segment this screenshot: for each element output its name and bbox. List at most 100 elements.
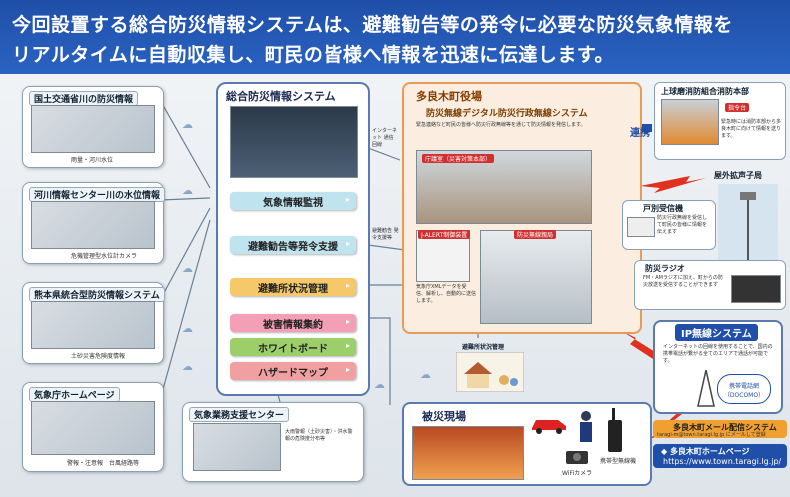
chevron-right-icon: ▸ <box>345 341 350 350</box>
chevron-right-icon: ▸ <box>345 317 350 326</box>
radio-system-note: 緊急連絡など町民の皆様へ防災行政無線等を通じて防災情報を発信します。 <box>416 122 586 128</box>
chevron-right-icon: ▸ <box>345 239 350 248</box>
renkei-label: 連携 <box>630 128 650 139</box>
panel-title: 熊本県統合型防災情報システム <box>29 287 165 302</box>
menu-whiteboard[interactable]: ホワイトボード ▸ <box>230 338 356 356</box>
panel-caption: 土砂災害危険度情報 <box>71 353 126 360</box>
panel-kumamoto-disaster-system: 熊本県統合型防災情報システム 土砂災害危険度情報 <box>22 282 165 364</box>
panel-caption: 大雨警報（土砂災害）・洪水警報の危険度分布等 <box>285 429 353 442</box>
map-thumbnail <box>31 401 155 455</box>
panel-title: 国土交通省川の防災情報 <box>29 91 139 106</box>
tag-command: 指令台 <box>725 103 750 112</box>
taragi-town-office: 多良木町役場 防災無線デジタル防災行政無線システム 緊急連絡など町民の皆様へ防災… <box>402 82 642 334</box>
tag-jalert: J-ALERT制御装置 <box>418 230 471 239</box>
cloud-icon: ☁ <box>182 118 193 131</box>
chevron-right-icon: ▸ <box>345 195 350 204</box>
system-monitor-image <box>230 106 358 178</box>
cloud-icon: ☁ <box>420 368 431 381</box>
disaster-site: 被災現場 WiFiカメラ 携帯型無線機 <box>402 402 652 486</box>
screenshot-thumbnail <box>31 301 155 349</box>
fire-note: 緊急時には消防本部から多良木町に向けて情報を送ります。 <box>721 119 782 139</box>
receiver-photo <box>627 217 655 237</box>
screenshot-thumbnail <box>31 105 155 153</box>
antenna-tower-icon <box>697 369 715 407</box>
fire-title: 上球磨消防組合消防本部 <box>661 87 749 96</box>
fire-scene-photo <box>412 426 524 480</box>
link-label-evac-support: 避難勧告 発令支援等 <box>372 228 399 241</box>
handheld-radio-icon <box>608 408 622 452</box>
radio-note: FM・AMラジオに加え、町からの防災放送を受信することができます <box>643 275 723 288</box>
outdoor-speaker-title: 屋外拡声子局 <box>714 171 762 180</box>
panel-river-center-water-level: 河川情報センター川の水位情報 危機管理型水位計カメラ <box>22 182 166 264</box>
disaster-site-title: 被災現場 <box>422 410 466 423</box>
panel-title: 河川情報センター川の水位情報 <box>29 187 166 202</box>
disaster-radio: 防災ラジオ FM・AMラジオに加え、町からの防災放送を受信することができます <box>634 260 786 310</box>
central-disaster-system: 総合防災情報システム 気象情報監視 ▸ 避難勧告等発令支援 ▸ 避難所状況管理 … <box>216 82 370 396</box>
office-title: 多良木町役場 <box>416 90 482 103</box>
household-title: 戸別受信機 <box>643 204 683 213</box>
menu-label: 避難所状況管理 <box>258 283 328 295</box>
cloud-icon: ☁ <box>182 360 193 373</box>
cloud-icon: ☁ <box>182 184 193 197</box>
wifi-camera-icon <box>566 451 588 464</box>
homepage-banner[interactable]: ◆ 多良木町ホームページ https://www.town.taragi.lg.… <box>653 444 787 468</box>
shelter-house-icon <box>456 352 524 392</box>
fire-department: 上球磨消防組合消防本部 指令台 緊急時には消防本部から多良木町に向けて情報を送り… <box>654 82 786 160</box>
panel-caption: 警報・注意報 台風経路等 <box>67 460 140 467</box>
firefighter-icon <box>580 411 592 442</box>
mail-delivery-banner[interactable]: 多良木町メール配信システム taragi-m@town.taragi.lg.jp… <box>653 420 787 438</box>
link-label-internet: インターネット 通信回線 <box>372 128 398 148</box>
panel-caption: 危機管理型水位計カメラ <box>71 253 138 260</box>
ip-title: IP無線システム <box>675 324 758 341</box>
cloud-icon: ☁ <box>182 262 193 275</box>
menu-label: 避難勧告等発令支援 <box>248 241 338 253</box>
household-note: 防災行政無線を受信して町民の皆様に情報を伝えます <box>657 215 708 235</box>
menu-label: ホワイトボード <box>258 343 328 355</box>
menu-damage-info[interactable]: 被害情報集約 ▸ <box>230 314 356 332</box>
carrier-bubble: 携帯電話網 （DOCOMO） <box>717 374 771 404</box>
radio-device-caption: 携帯型無線機 <box>600 458 637 465</box>
map-thumbnail <box>193 423 281 471</box>
speaker-tower-icon <box>718 184 778 264</box>
menu-label: 被害情報集約 <box>263 319 323 331</box>
mail-label: 多良木町メール配信システム <box>673 423 777 432</box>
radio-photo <box>731 275 781 303</box>
menu-evacuation-support[interactable]: 避難勧告等発令支援 ▸ <box>230 236 356 254</box>
tag-meeting-room: 庁議室（災害対策本部） <box>422 154 495 163</box>
screenshot-thumbnail <box>31 201 155 249</box>
shelter-label: 避難所状況管理 <box>462 344 505 351</box>
jalert-note: 気象庁XMLデータを受信、解析し、自動的に送信します。 <box>416 284 477 304</box>
menu-label: 気象情報監視 <box>263 197 323 209</box>
panel-weather-support-center: 気象業務支援センター 大雨警報（土砂災害）・洪水警報の危険度分布等 <box>182 402 364 482</box>
banner-line-1: 今回設置する総合防災情報システムは、避難勧告等の発令に必要な防災気象情報を <box>12 14 733 36</box>
central-title: 総合防災情報システム <box>226 90 336 103</box>
household-receiver: 戸別受信機 防災行政無線を受信して町民の皆様に情報を伝えます <box>622 200 716 250</box>
red-car-icon <box>532 420 566 434</box>
panel-caption: 雨量・河川水位 <box>71 157 114 164</box>
banner-line-2: リアルタイムに自動収集し、町民の皆様へ情報を迅速に伝達します。 <box>12 44 615 66</box>
menu-hazard-map[interactable]: ハザードマップ ▸ <box>230 362 356 380</box>
homepage-url[interactable]: https://www.town.taragi.lg.jp/ <box>663 457 782 466</box>
base-station-photo <box>480 230 592 324</box>
fire-operator-photo <box>661 99 719 145</box>
panel-title: 気象庁ホームページ <box>29 387 120 402</box>
panel-mlit-river-info: 国土交通省川の防災情報 雨量・河川水位 <box>22 86 164 168</box>
cloud-icon: ☁ <box>374 378 385 391</box>
menu-shelter-status[interactable]: 避難所状況管理 ▸ <box>230 278 356 296</box>
ip-radio-system: IP無線システム インターネットの回線を使用することで、国内の携帯電話が繋がる全… <box>653 320 783 414</box>
wifi-camera-caption: WiFiカメラ <box>562 470 593 477</box>
radio-title: 防災ラジオ <box>645 264 685 273</box>
panel-jma-homepage: 気象庁ホームページ 警報・注意報 台風経路等 <box>22 382 164 472</box>
tag-base-station: 防災無線親局 <box>514 230 557 239</box>
cloud-icon: ☁ <box>182 322 193 335</box>
chevron-right-icon: ▸ <box>345 365 350 374</box>
chevron-right-icon: ▸ <box>345 281 350 290</box>
panel-title: 気象業務支援センター <box>189 407 290 422</box>
menu-weather-monitoring[interactable]: 気象情報監視 ▸ <box>230 192 356 210</box>
radio-system-title: 防災無線デジタル防災行政無線システム <box>426 109 588 119</box>
menu-label: ハザードマップ <box>258 367 328 379</box>
homepage-label: ◆ 多良木町ホームページ <box>661 447 750 456</box>
mail-sub: taragi-m@town.taragi.lg.jp にメールして登録 <box>657 432 766 438</box>
ip-note: インターネットの回線を使用することで、国内の携帯電話が繋がる全てのエリアで通話が… <box>663 344 773 364</box>
